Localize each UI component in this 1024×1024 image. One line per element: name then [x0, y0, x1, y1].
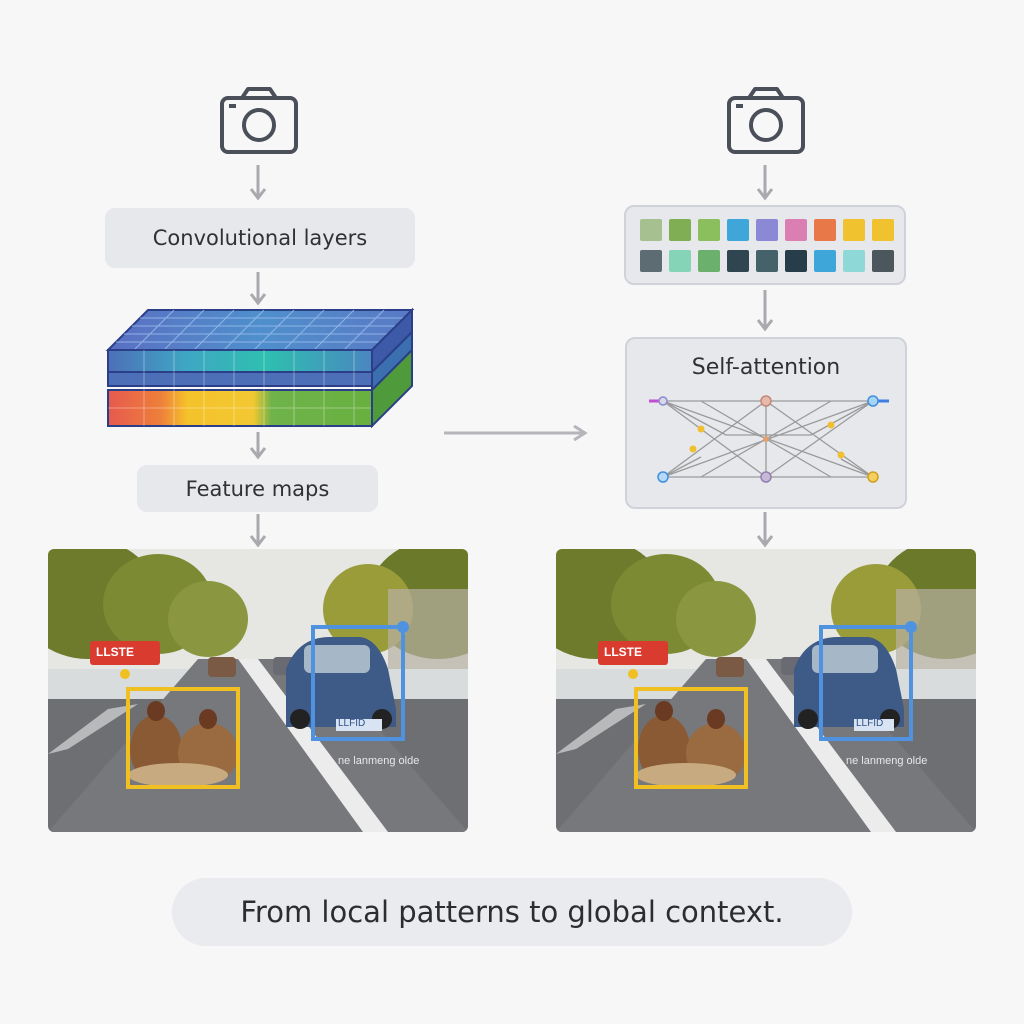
arrow-down-3 — [249, 432, 267, 460]
patch-embedding-box — [624, 205, 906, 285]
patch-token — [640, 250, 662, 272]
scene-tag-red-right: LLSTE — [604, 645, 642, 659]
feature-maps-label: Feature maps — [185, 476, 330, 501]
feature-maps-box: Feature maps — [137, 465, 378, 512]
arrow-down-7 — [756, 512, 774, 548]
scene-tag-red: LLSTE — [96, 645, 134, 659]
arrow-down-5 — [756, 165, 774, 201]
attention-graph — [649, 395, 889, 483]
detection-scene-right: LLSTE LLFID ne lanmeng olde — [556, 549, 976, 832]
scene-road-text-right: ne lanmeng olde — [846, 755, 928, 767]
self-attention-box: Self-attention — [625, 337, 907, 509]
patch-token — [814, 250, 836, 272]
arrow-down-2 — [249, 272, 267, 306]
patch-token — [698, 219, 720, 241]
arrow-down-6 — [756, 290, 774, 332]
patch-token — [727, 250, 749, 272]
patch-token — [669, 250, 691, 272]
scene-road-text: ne lanmeng olde — [338, 755, 420, 767]
feature-map-stack — [105, 307, 415, 429]
patch-token — [872, 219, 894, 241]
convolutional-layers-label: Convolutional layers — [152, 226, 368, 250]
arrow-right-connector — [444, 424, 588, 442]
convolutional-layers-box: Convolutional layers — [105, 208, 415, 268]
arrow-down-1 — [249, 165, 267, 201]
patch-token — [843, 219, 865, 241]
scene-tag-car-right: LLFID — [856, 718, 884, 729]
patch-token — [872, 250, 894, 272]
camera-icon-right — [727, 87, 805, 154]
patch-token — [669, 219, 691, 241]
scene-tag-car: LLFID — [338, 718, 366, 729]
camera-icon-left — [220, 87, 298, 154]
patch-token — [727, 219, 749, 241]
caption-pill: From local patterns to global context. — [172, 878, 852, 946]
patch-token — [814, 219, 836, 241]
patch-token — [698, 250, 720, 272]
patch-token — [785, 219, 807, 241]
patch-token — [756, 250, 778, 272]
detection-scene-left: LLSTE LLFID ne lanmeng olde — [48, 549, 468, 832]
caption-text: From local patterns to global context. — [240, 895, 784, 929]
patch-grid — [640, 219, 894, 272]
patch-token — [785, 250, 807, 272]
patch-token — [843, 250, 865, 272]
self-attention-label: Self-attention — [691, 355, 841, 380]
patch-token — [640, 219, 662, 241]
arrow-down-4 — [249, 514, 267, 548]
patch-token — [756, 219, 778, 241]
